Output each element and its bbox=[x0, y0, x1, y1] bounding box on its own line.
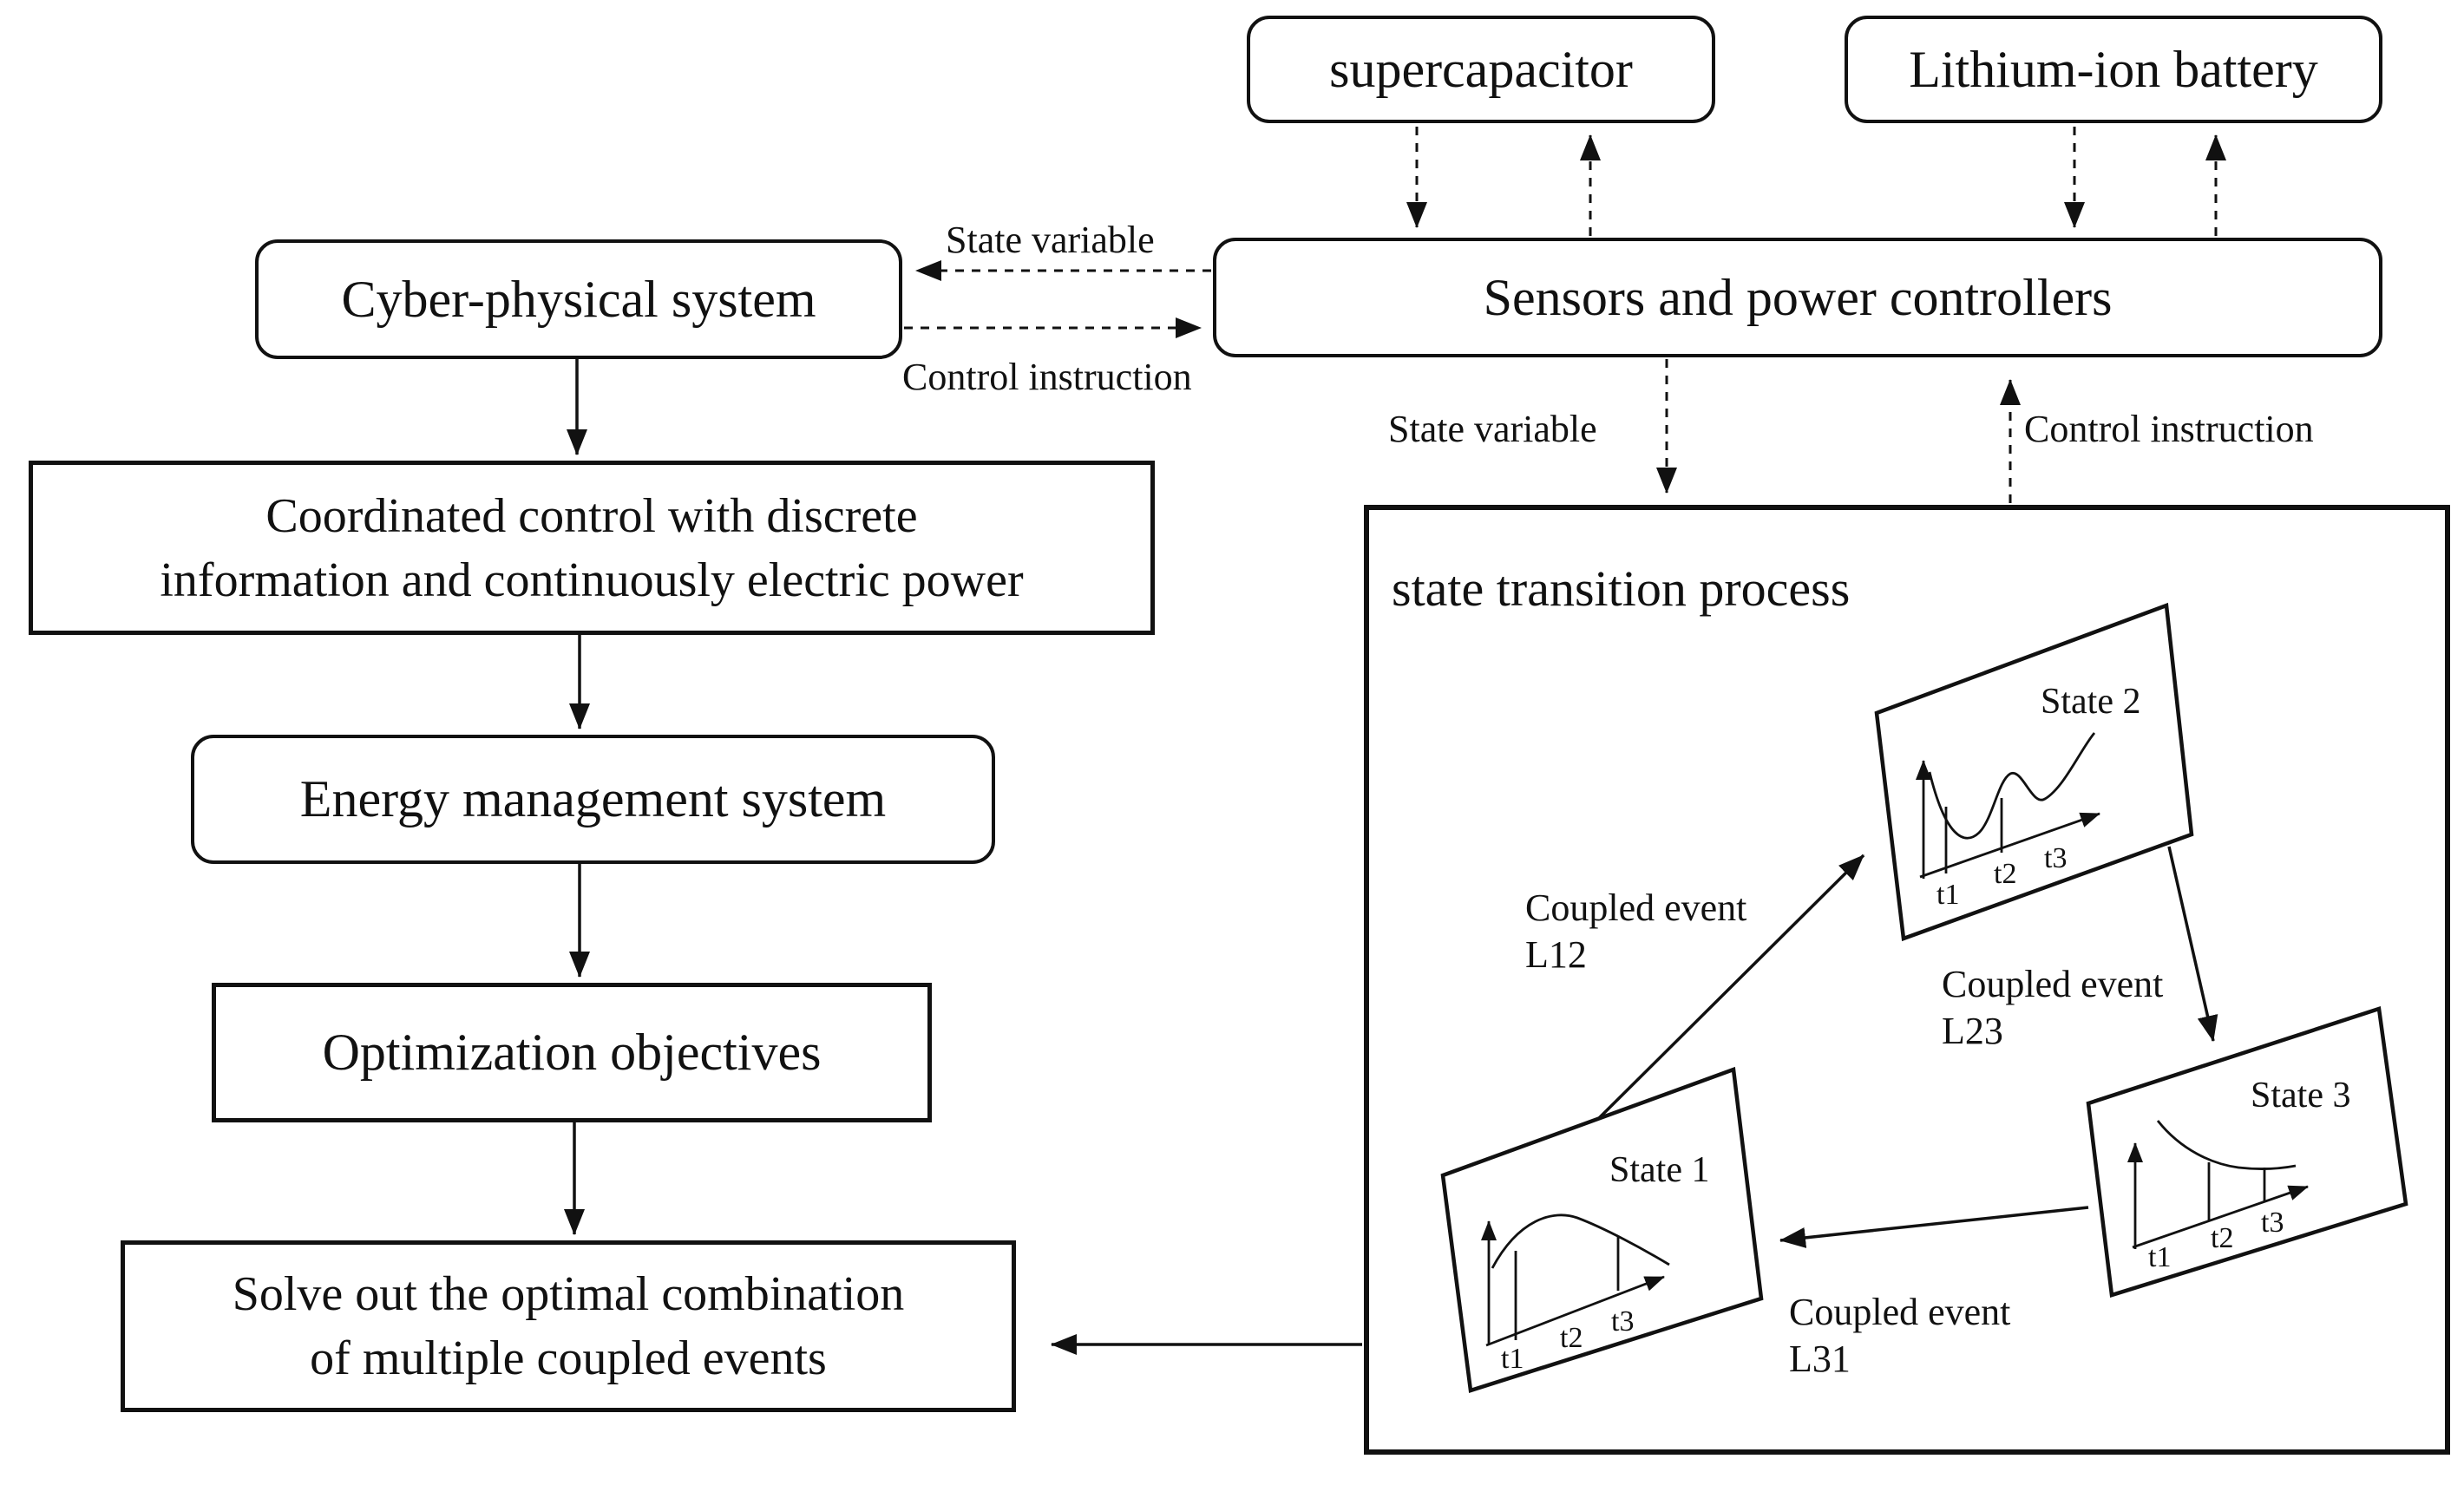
arrow-coupled-l31 bbox=[1779, 1206, 2089, 1248]
coupled-event-l31-line1: Coupled event bbox=[1789, 1291, 2011, 1333]
coupled-event-l23-label: Coupled event L23 bbox=[1942, 961, 2163, 1055]
control-instruction-mid-label: Control instruction bbox=[2024, 408, 2314, 450]
cyber-physical-system-box: Cyber-physical system bbox=[255, 239, 902, 359]
state1-curve bbox=[1491, 1214, 1670, 1269]
solve-optimal-box: Solve out the optimal combination of mul… bbox=[121, 1240, 1016, 1412]
state3-panel-border bbox=[2086, 1006, 2408, 1298]
state2-panel-border bbox=[1874, 602, 2194, 942]
state1-tick-t3: t3 bbox=[1611, 1305, 1634, 1338]
state3-panel: State 3 t1 t2 t3 bbox=[2086, 1006, 2408, 1298]
supercapacitor-label: supercapacitor bbox=[1329, 40, 1633, 98]
state-variable-top-label: State variable bbox=[946, 219, 1155, 261]
state2-panel: State 2 t1 t2 t3 bbox=[1874, 602, 2194, 942]
control-instruction-top-label: Control instruction bbox=[902, 356, 1192, 398]
arrow-coupled-l12 bbox=[1596, 854, 1865, 1121]
state2-tick-t3: t3 bbox=[2044, 842, 2067, 874]
state3-tick-t1: t1 bbox=[2148, 1241, 2171, 1273]
solve-optimal-line1: Solve out the optimal combination bbox=[232, 1267, 905, 1321]
cyber-physical-system-label: Cyber-physical system bbox=[341, 270, 816, 328]
state1-panel-border bbox=[1440, 1066, 1764, 1393]
sensors-power-controllers-box: Sensors and power controllers bbox=[1213, 238, 2382, 357]
state1-label: State 1 bbox=[1609, 1150, 1709, 1190]
state3-x-axis bbox=[2132, 1185, 2309, 1249]
state2-label: State 2 bbox=[2041, 682, 2140, 722]
energy-management-label: Energy management system bbox=[299, 770, 887, 828]
optimization-objectives-box: Optimization objectives bbox=[212, 983, 932, 1122]
coordinated-control-line1: Coordinated control with discrete bbox=[265, 488, 918, 543]
state3-curve bbox=[2156, 1120, 2297, 1170]
coupled-event-l12-line1: Coupled event bbox=[1525, 886, 1747, 929]
state3-label: State 3 bbox=[2251, 1076, 2350, 1115]
energy-management-box: Energy management system bbox=[191, 735, 995, 864]
coordinated-control-line2: information and continuously electric po… bbox=[160, 553, 1024, 607]
coupled-event-l12-label: Coupled event L12 bbox=[1525, 885, 1746, 978]
solve-optimal-line2: of multiple coupled events bbox=[310, 1331, 827, 1385]
arrow-coupled-l23 bbox=[2167, 846, 2218, 1042]
state2-curve bbox=[1928, 732, 2096, 840]
supercapacitor-box: supercapacitor bbox=[1247, 16, 1715, 123]
coupled-event-l31-line2: L31 bbox=[1789, 1338, 1851, 1380]
state1-panel: State 1 t1 t2 t3 bbox=[1440, 1066, 1764, 1393]
state3-tick-t2: t2 bbox=[2211, 1222, 2233, 1254]
lithium-battery-box: Lithium-ion battery bbox=[1845, 16, 2382, 123]
sensors-power-controllers-label: Sensors and power controllers bbox=[1483, 268, 2113, 326]
state2-tick-t2: t2 bbox=[1994, 858, 2016, 890]
state-transition-title: state transition process bbox=[1392, 560, 1851, 617]
state-transition-box bbox=[1364, 505, 2450, 1455]
coupled-event-l23-line2: L23 bbox=[1942, 1010, 2003, 1052]
coupled-event-l12-line2: L12 bbox=[1525, 933, 1587, 976]
coordinated-control-box: Coordinated control with discrete inform… bbox=[29, 461, 1155, 635]
state2-x-axis bbox=[1919, 812, 2100, 879]
lithium-battery-label: Lithium-ion battery bbox=[1909, 40, 2318, 98]
state3-tick-t3: t3 bbox=[2261, 1207, 2284, 1239]
coupled-event-l31-label: Coupled event L31 bbox=[1789, 1289, 2010, 1383]
optimization-objectives-label: Optimization objectives bbox=[322, 1024, 822, 1081]
state2-tick-t1: t1 bbox=[1936, 879, 1959, 911]
state1-tick-t2: t2 bbox=[1560, 1322, 1583, 1354]
state1-tick-t1: t1 bbox=[1501, 1343, 1524, 1375]
coupled-event-l23-line1: Coupled event bbox=[1942, 963, 2164, 1005]
state-variable-mid-label: State variable bbox=[1388, 408, 1597, 450]
